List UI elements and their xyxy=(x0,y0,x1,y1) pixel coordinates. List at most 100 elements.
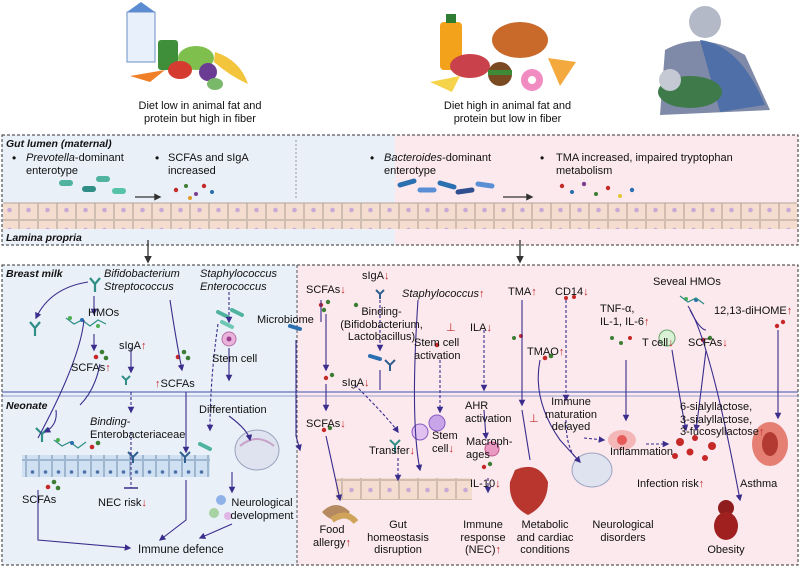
scfa-siga-label: SCFAs and sIgA increased xyxy=(168,152,249,177)
prevotella-name: Prevotella xyxy=(26,152,75,164)
stem-cell-activation-label: Stem cell activation xyxy=(414,337,461,362)
sialyllactose-arrow: ↑ xyxy=(758,426,765,438)
neonate-title: Neonate xyxy=(6,400,48,412)
infection-risk-label: Infection risk↑ xyxy=(637,478,704,491)
scfas-right-r: SCFAs↓ xyxy=(688,337,728,350)
diHOME-label: 12,13-diHOME↑ xyxy=(714,305,792,318)
breastfeeding-illustration xyxy=(658,6,770,115)
tnf-il-arrow: ↑ xyxy=(644,315,650,328)
diHOME-arrow: ↑ xyxy=(786,305,793,317)
ahr-perp: ⊥ xyxy=(529,413,539,426)
right-panel-glyphs xyxy=(288,289,788,540)
obesity-label: Obesity xyxy=(707,544,745,556)
scfas-left-mid-arrow: ↑ xyxy=(105,362,111,374)
t-cell-text: T cell xyxy=(642,337,669,349)
ahr-activation-label: AHR activation xyxy=(465,400,511,425)
sialyllactose-text: 6-sialyllactose, 3-sialyllactose, 3-fuco… xyxy=(680,401,759,438)
siga-right-top-text: sIgA xyxy=(362,270,385,282)
differentiation-label: Differentiation xyxy=(199,404,267,416)
neuro-disorders-label: Neurological disorders xyxy=(592,519,654,544)
food-allergy-label: Food allergy↑ xyxy=(302,524,362,549)
immune-response-text: Immune response (NEC) xyxy=(460,519,506,556)
staphylococcus-right: Staphylococcus↑ xyxy=(402,288,485,301)
scfas-left-mid: SCFAs↑ xyxy=(71,362,111,375)
scfas-right-mid-arrow: ↓ xyxy=(340,418,346,430)
scfas-low-left: SCFAs xyxy=(22,494,57,506)
gut-homeostasis-label: Gut homeostasis disruption xyxy=(367,519,429,556)
seveal-hmos-label: Seveal HMOs xyxy=(653,276,721,288)
siga-right-top: sIgA↓ xyxy=(362,270,390,283)
ahr-text: AHR activation xyxy=(465,400,512,425)
neonate-epithelium-left xyxy=(22,455,210,477)
bacteroides-bullet: • xyxy=(370,151,375,165)
sialyllactose-label: 6-sialyllactose, 3-sialyllactose, 3-fuco… xyxy=(680,401,764,439)
stem-cell-left: Stem cell xyxy=(212,353,258,365)
prevotella-rest: -dominant xyxy=(74,152,124,164)
ahr-perp-text: ⊥ xyxy=(529,413,539,425)
il10-text: IL-10 xyxy=(470,478,496,490)
neuro-development-label: Neurological development xyxy=(230,497,294,522)
staphylococcus-right-arrow: ↑ xyxy=(479,288,485,300)
binding-bifido-label: Binding- (Bifidobacterium, Lactobacillus… xyxy=(340,306,423,343)
scfas-left-right-text: SCFAs xyxy=(160,378,195,390)
t-cell-label: T cell↓ xyxy=(642,337,674,350)
tnf-il-label: TNF-α, IL-1, IL-6↑ xyxy=(600,303,650,328)
infection-risk-arrow: ↑ xyxy=(698,478,705,490)
gut-lumen-panel xyxy=(1,134,799,246)
perp-mark: ⊥ xyxy=(446,322,456,335)
left-arrows xyxy=(35,281,253,551)
scfas-left-right-arrow: ↑ xyxy=(155,378,161,390)
staph-entero-label: Staphylococcus Enterococcus xyxy=(200,268,278,293)
bifido-strep-label: Bifidobacterium Streptococcus xyxy=(104,268,180,293)
tmao-arrow: ↑ xyxy=(558,346,565,358)
scfa-bullet: • xyxy=(155,151,160,165)
ila-label: ILA↓ xyxy=(470,322,492,335)
immune-defence-label: Immune defence xyxy=(138,544,224,556)
binding-entero-label: Binding- Enterobacteriaceae xyxy=(90,416,185,441)
tmao-label: TMAO↑ xyxy=(527,346,564,359)
metabolic-cardiac-label: Metabolic and cardiac conditions xyxy=(516,519,574,556)
immune-response-arrow: ↑ xyxy=(495,544,502,556)
scfas-right-top-arrow: ↓ xyxy=(340,284,346,296)
tmao-text: TMAO xyxy=(527,346,559,358)
siga-left: sIgA↑ xyxy=(119,340,147,353)
siga-right-mid: sIgA↓ xyxy=(342,377,370,390)
immune-response-label: Immune response (NEC)↑ xyxy=(448,519,518,557)
scfas-left-right: ↑SCFAs xyxy=(155,378,195,391)
prevotella-bullet: • xyxy=(12,151,17,165)
bacteroides-label: Bacteroides-dominant xyxy=(384,152,491,165)
scfas-right-r-text: SCFAs xyxy=(688,337,723,349)
ila-arrow: ↓ xyxy=(486,322,493,334)
immune-maturation-label: Immune maturation delayed xyxy=(545,396,597,433)
scfas-right-top: SCFAs↓ xyxy=(306,284,346,297)
diet-low-fat-label: Diet low in animal fat and protein but h… xyxy=(138,100,262,125)
neonate-epithelium-right xyxy=(336,478,472,500)
breast-milk-title: Breast milk xyxy=(6,268,63,280)
nec-risk-label: NEC risk↓ xyxy=(98,497,147,510)
lamina-propria-label: Lamina propria xyxy=(6,232,82,244)
siga-right-mid-text: sIgA xyxy=(342,377,365,389)
siga-left-arrow: ↑ xyxy=(141,340,147,352)
cd14-text: CD14 xyxy=(555,286,584,298)
transfer-arrow: ↓ xyxy=(409,445,416,457)
diet-high-fat-label: Diet high in animal fat and protein but … xyxy=(443,100,572,125)
bacteroides-line2: enterotype xyxy=(384,165,436,177)
binding-entero-rest: - Enterobacteriaceae xyxy=(90,416,186,441)
food-allergy-text: Food allergy xyxy=(313,524,346,549)
binding-entero-italic: Binding xyxy=(90,416,127,428)
bacteroides-name: Bacteroides xyxy=(384,152,443,164)
ila-text: ILA xyxy=(470,322,487,334)
stem-cell-right-text: Stem cell xyxy=(432,430,458,455)
microbiome-label: Microbiome xyxy=(257,314,314,326)
maternal-bacteria xyxy=(59,176,635,200)
fatty-food-illustration xyxy=(430,14,576,92)
scfas-left-mid-text: SCFAs xyxy=(71,362,106,374)
tnf-il-text: TNF-α, IL-1, IL-6 xyxy=(600,303,645,328)
inflammation-label: Inflammation xyxy=(610,446,673,458)
diHOME-text: 12,13-diHOME xyxy=(714,305,787,317)
siga-right-top-arrow: ↓ xyxy=(384,270,390,282)
tma-right-arrow: ↑ xyxy=(531,286,537,298)
bacteroides-rest: -dominant xyxy=(442,152,492,164)
tma-right-text: TMA xyxy=(508,286,532,298)
